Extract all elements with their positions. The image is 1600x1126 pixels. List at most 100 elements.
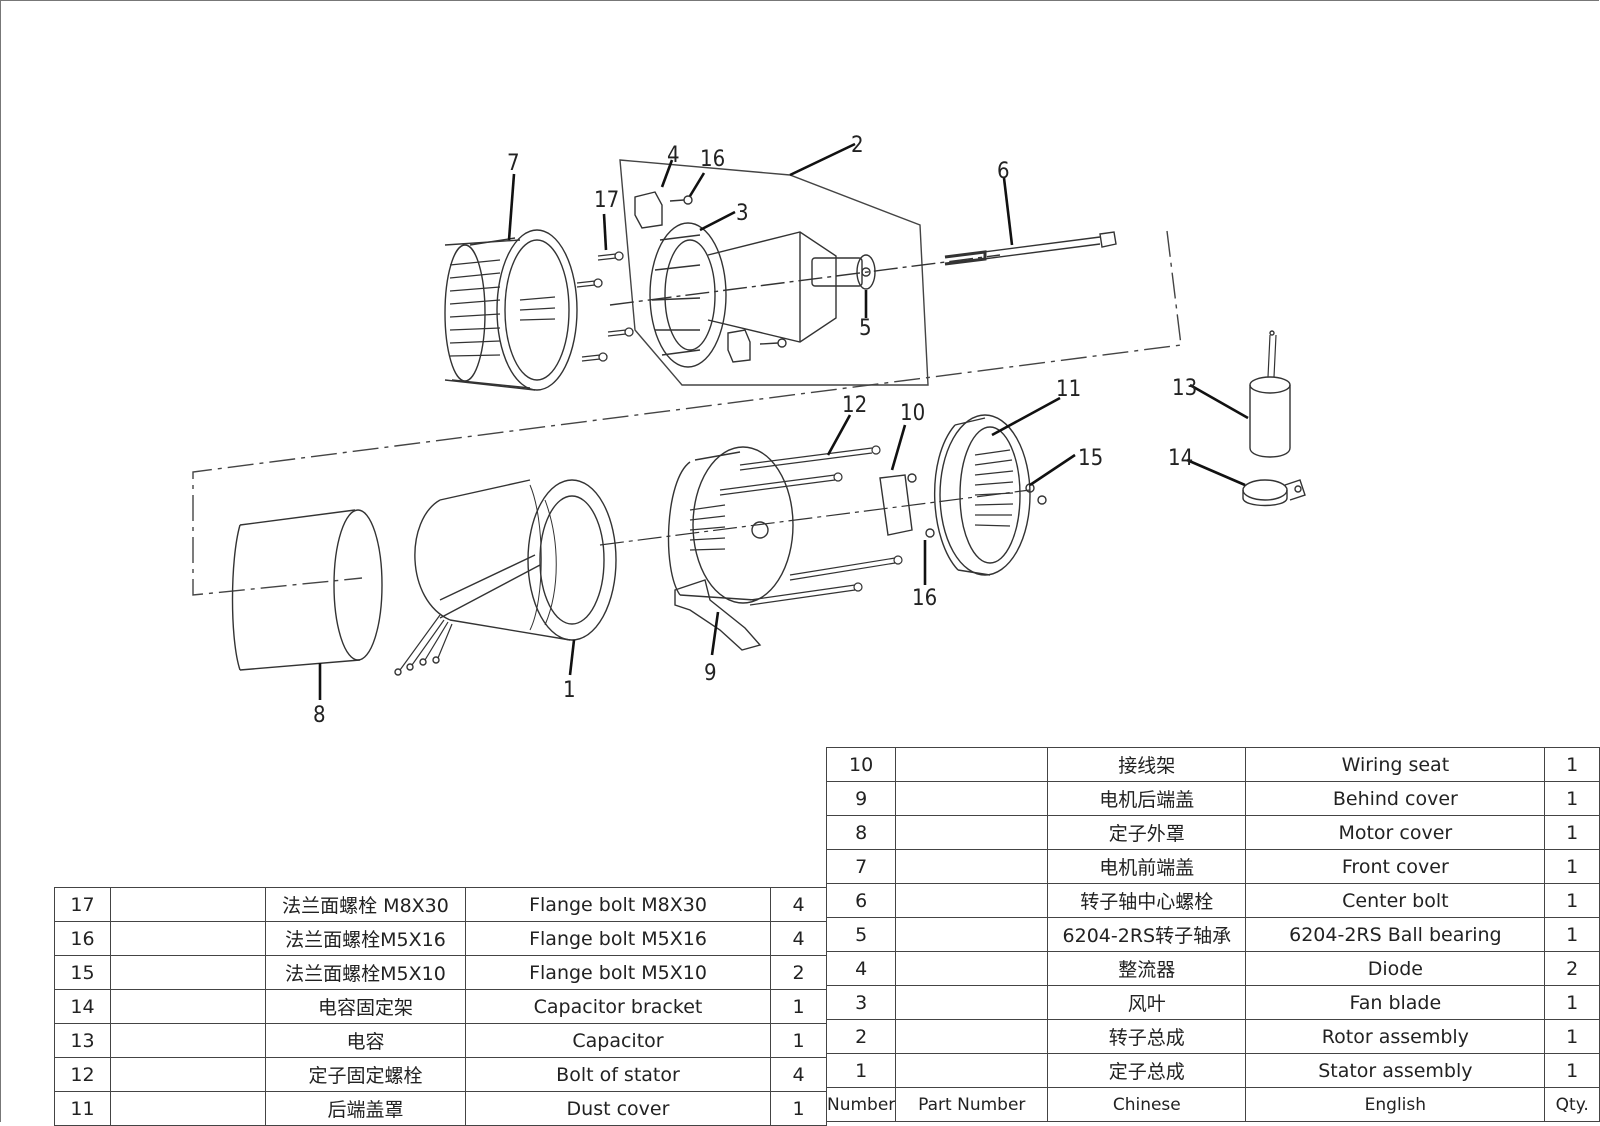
cell-part-number (110, 1057, 266, 1092)
cell-chinese: 电容固定架 (265, 989, 466, 1024)
cell-english: Motor cover (1245, 815, 1546, 850)
cell-number: 5 (825, 917, 897, 952)
cell-chinese: 接线架 (1047, 747, 1247, 782)
cell-english: Flange bolt M5X10 (465, 955, 771, 990)
cell-part-number (110, 1091, 266, 1126)
cell-number: 11 (54, 1091, 111, 1126)
cell-english: Capacitor (465, 1023, 771, 1058)
cell-part-number (895, 781, 1049, 816)
cell-part-number (895, 951, 1049, 986)
header-chinese: Chinese (1047, 1087, 1247, 1122)
motor-cover-drawing (231, 509, 383, 671)
cell-qty: 1 (1544, 985, 1600, 1020)
cell-chinese: 电容 (265, 1023, 466, 1058)
cell-qty: 1 (770, 1023, 827, 1058)
cell-chinese: 风叶 (1047, 985, 1247, 1020)
cell-english: Flange bolt M8X30 (465, 887, 771, 922)
cell-english: Stator assembly (1245, 1053, 1546, 1088)
cell-qty: 1 (770, 1091, 827, 1126)
callout-6: 6 (997, 159, 1010, 184)
cell-qty: 1 (1544, 815, 1600, 850)
cell-qty: 4 (770, 921, 827, 956)
rotor-drawing (609, 231, 1001, 343)
callout-12: 12 (842, 393, 867, 418)
callout-14: 14 (1168, 446, 1193, 471)
exploded-view-drawing: 1 2 3 4 5 6 7 8 9 10 11 12 13 14 15 16 1… (192, 133, 1306, 728)
cell-part-number (895, 883, 1049, 918)
cell-english: Diode (1245, 951, 1546, 986)
dust-cover-drawing (933, 414, 1047, 576)
cell-qty: 4 (770, 887, 827, 922)
center-bolt-drawing (944, 231, 1117, 266)
cell-number: 1 (825, 1053, 897, 1088)
cell-part-number (895, 1019, 1049, 1054)
cell-part-number (110, 1023, 266, 1058)
cell-number: 17 (54, 887, 111, 922)
cell-part-number (895, 985, 1049, 1020)
cell-chinese: 后端盖罩 (265, 1091, 466, 1126)
cell-qty: 1 (1544, 747, 1600, 782)
cell-chinese: 定子总成 (1047, 1053, 1247, 1088)
cell-chinese: 法兰面螺栓M5X16 (265, 921, 466, 956)
capacitor-bracket-drawing (1242, 479, 1306, 507)
cell-chinese: 定子外罩 (1047, 815, 1247, 850)
front-cover-drawing (444, 229, 578, 391)
cell-chinese: 转子轴中心螺栓 (1047, 883, 1247, 918)
cell-qty: 1 (1544, 781, 1600, 816)
cell-part-number (110, 989, 266, 1024)
callout-2: 2 (851, 133, 864, 158)
cell-number: 3 (825, 985, 897, 1020)
cell-chinese: 整流器 (1047, 951, 1247, 986)
cell-part-number (110, 887, 266, 922)
callout-11: 11 (1056, 377, 1081, 402)
cell-number: 13 (54, 1023, 111, 1058)
header-english: English (1245, 1087, 1546, 1122)
diode-drawing (634, 191, 787, 363)
cell-number: 7 (825, 849, 897, 884)
flange-bolts-17-drawing (576, 251, 634, 362)
cell-qty: 1 (1544, 1019, 1600, 1054)
cell-part-number (895, 917, 1049, 952)
cell-qty: 1 (1544, 883, 1600, 918)
cell-chinese: 法兰面螺栓M5X10 (265, 955, 466, 990)
cell-chinese: 电机后端盖 (1047, 781, 1247, 816)
wiring-seat-drawing (879, 473, 935, 538)
cell-number: 8 (825, 815, 897, 850)
cell-english: Behind cover (1245, 781, 1546, 816)
cell-part-number (895, 747, 1049, 782)
callout-16-upper: 16 (700, 147, 725, 172)
callout-9: 9 (704, 661, 717, 686)
cell-part-number (895, 815, 1049, 850)
rotor-group-outline (619, 159, 929, 386)
cell-chinese: 6204-2RS转子轴承 (1047, 917, 1247, 952)
cell-number: 9 (825, 781, 897, 816)
callout-5: 5 (859, 316, 872, 341)
cell-number: 14 (54, 989, 111, 1024)
callout-13: 13 (1172, 376, 1197, 401)
assembly-boundary-line (192, 230, 1182, 596)
stator-bolts-drawing (599, 445, 1031, 606)
cell-number: 2 (825, 1019, 897, 1054)
header-qty: Qty. (1544, 1087, 1600, 1122)
cell-qty: 1 (770, 989, 827, 1024)
cell-qty: 1 (1544, 917, 1600, 952)
cell-number: 15 (54, 955, 111, 990)
